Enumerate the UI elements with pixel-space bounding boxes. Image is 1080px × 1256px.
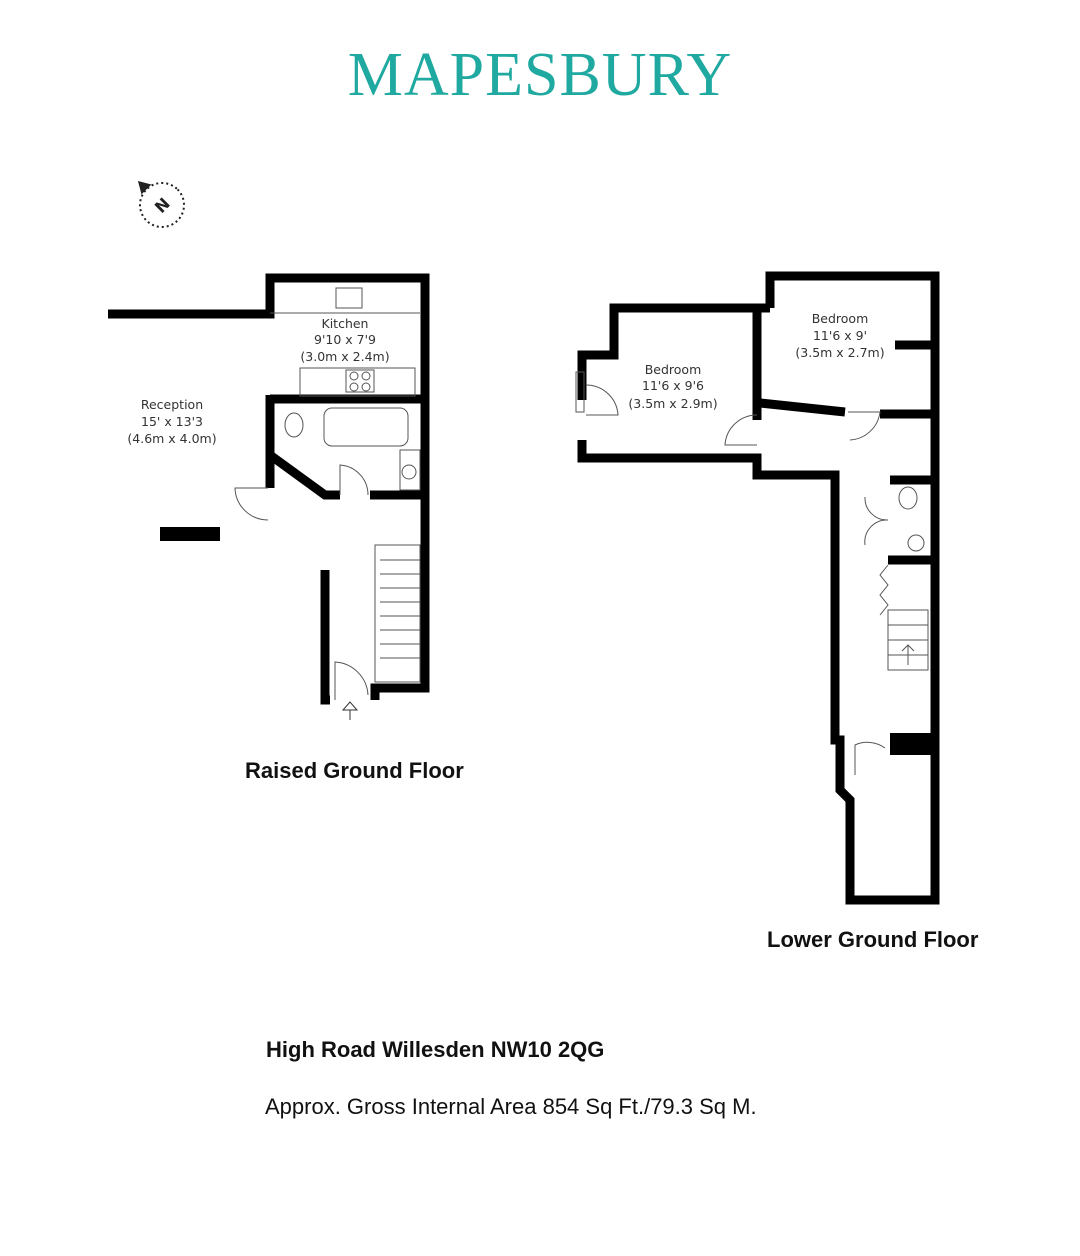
room-size-imperial: 9'10 x 7'9 bbox=[314, 332, 376, 347]
lower-ground-floor-label: Lower Ground Floor bbox=[767, 927, 979, 952]
room-size-metric: (4.6m x 4.0m) bbox=[127, 431, 216, 446]
lower-ground-fixtures bbox=[575, 371, 929, 775]
raised-ground-floor-label: Raised Ground Floor bbox=[245, 758, 464, 783]
room-size-imperial: 11'6 x 9' bbox=[813, 328, 867, 343]
compass-north-label: N bbox=[151, 194, 174, 217]
room-name-bedroom: Bedroom bbox=[645, 362, 702, 377]
raised-ground-floor-plan bbox=[108, 273, 430, 705]
gross-internal-area: Approx. Gross Internal Area 854 Sq Ft./7… bbox=[265, 1094, 757, 1119]
staircase bbox=[380, 559, 420, 659]
compass-icon: N bbox=[137, 180, 185, 228]
property-address: High Road Willesden NW10 2QG bbox=[266, 1037, 605, 1062]
room-size-imperial: 15' x 13'3 bbox=[141, 414, 203, 429]
brand-logo: MAPESBURY bbox=[347, 41, 733, 109]
room-size-imperial: 11'6 x 9'6 bbox=[642, 378, 704, 393]
room-size-metric: (3.5m x 2.7m) bbox=[795, 345, 884, 360]
room-name-bedroom: Bedroom bbox=[812, 311, 869, 326]
lower-ground-floor-plan bbox=[577, 271, 940, 905]
room-name-reception: Reception bbox=[141, 397, 203, 412]
entrance-arrow-icon bbox=[341, 701, 359, 720]
room-size-metric: (3.5m x 2.9m) bbox=[628, 396, 717, 411]
raised-ground-fixtures bbox=[234, 287, 421, 720]
room-name-kitchen: Kitchen bbox=[322, 316, 369, 331]
room-size-metric: (3.0m x 2.4m) bbox=[300, 349, 389, 364]
